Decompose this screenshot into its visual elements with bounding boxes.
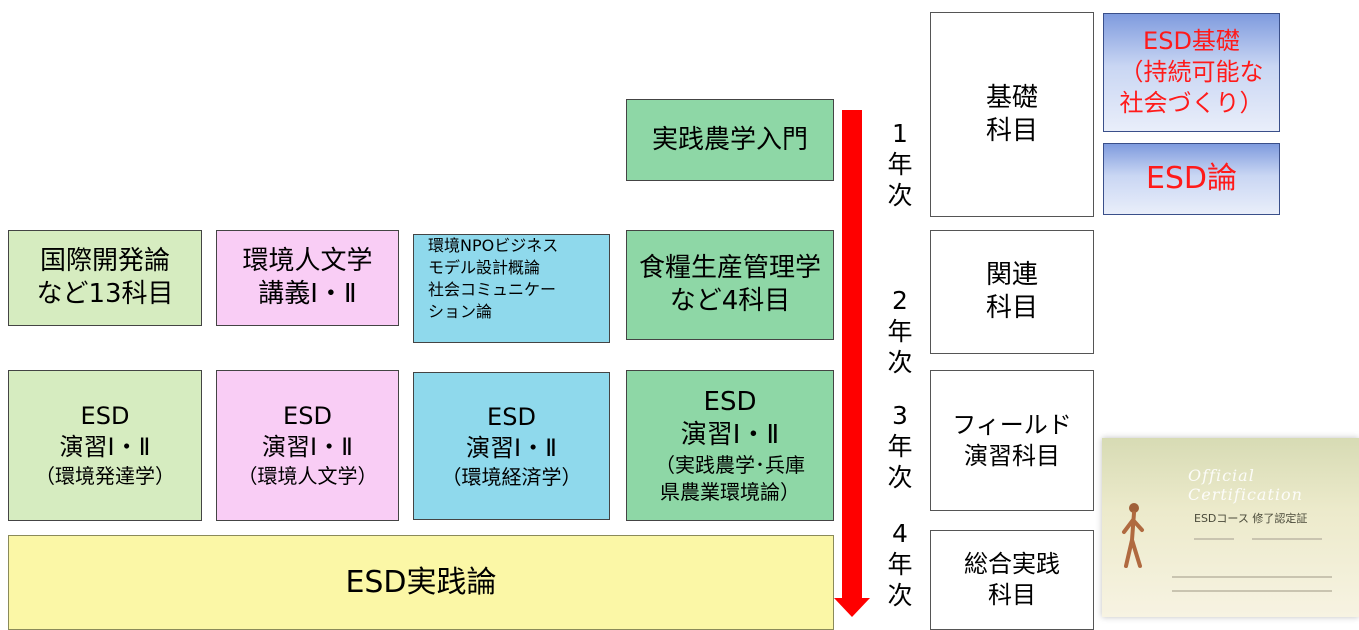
category-integrated-line2: 科目 xyxy=(988,581,1036,609)
year-1-char-b: 次 xyxy=(887,181,913,210)
year-3-number: 3 xyxy=(892,401,908,430)
esd-basic-line1: ESD基礎 xyxy=(1143,27,1240,55)
timeline-arrow-shaft xyxy=(842,110,862,598)
year-1-number: 1 xyxy=(892,119,908,148)
year-2-char-b: 次 xyxy=(887,348,913,377)
esd-seminar-development-line1: ESD xyxy=(80,402,130,430)
international-development-line2: など13科目 xyxy=(36,279,174,309)
certificate-title: Official Certification xyxy=(1188,466,1303,504)
international-development-box: 国際開発論 など13科目 xyxy=(8,230,202,326)
year-1-label: 1 年 次 xyxy=(880,118,920,211)
year-4-label: 4 年 次 xyxy=(880,518,920,611)
year-2-label: 2 年 次 xyxy=(880,285,920,378)
year-4-number: 4 xyxy=(892,519,908,548)
esd-seminar-humanities-line3: （環境人文学） xyxy=(237,464,378,488)
environmental-humanities-box: 環境人文学 講義Ⅰ・Ⅱ xyxy=(216,230,399,326)
esd-basic-line3: 社会づくり） xyxy=(1119,89,1264,117)
npo-business-line4: ション論 xyxy=(428,302,493,321)
international-development-line1: 国際開発論 xyxy=(39,246,170,276)
npo-business-line1: 環境NPOビジネス xyxy=(428,236,559,255)
food-production-line2: など4科目 xyxy=(669,286,791,316)
esd-basic-line2: （持続可能な xyxy=(1119,58,1264,86)
food-production-box: 食糧生産管理学 など4科目 xyxy=(626,230,834,340)
category-integrated-line1: 総合実践 xyxy=(964,550,1060,578)
esd-seminar-economics-box: ESD 演習Ⅰ・Ⅱ （環境経済学） xyxy=(413,372,610,520)
esd-seminar-development-box: ESD 演習Ⅰ・Ⅱ （環境発達学） xyxy=(8,370,202,521)
esd-seminar-humanities-line2: 演習Ⅰ・Ⅱ xyxy=(262,433,353,461)
npo-business-box: 環境NPOビジネス モデル設計概論 社会コミュニケー ション論 xyxy=(413,234,610,343)
esd-seminar-economics-line3: （環境経済学） xyxy=(441,464,582,489)
year-3-char-b: 次 xyxy=(887,463,913,492)
esd-seminar-agriculture-box: ESD 演習Ⅰ・Ⅱ （実践農学･兵庫 県農業環境論） xyxy=(626,370,834,521)
year-3-label: 3 年 次 xyxy=(880,400,920,493)
category-basic-line1: 基礎 xyxy=(985,82,1038,113)
year-3-char-a: 年 xyxy=(887,432,913,461)
environmental-humanities-line1: 環境人文学 xyxy=(242,246,373,276)
intro-course-box: 実践農学入門 xyxy=(626,99,834,181)
esd-seminar-agriculture-line3: （実践農学･兵庫 xyxy=(655,452,805,477)
certificate-image: Official Certification ESDコース 修了認定証 xyxy=(1102,438,1359,617)
esd-practice-label: ESD実践論 xyxy=(345,564,497,600)
esd-seminar-economics-line1: ESD xyxy=(487,402,536,431)
year-2-char-a: 年 xyxy=(887,317,913,346)
npo-business-line2: モデル設計概論 xyxy=(428,258,541,277)
year-1-char-a: 年 xyxy=(887,150,913,179)
certificate-line xyxy=(1172,576,1332,578)
esd-practice-box: ESD実践論 xyxy=(8,535,834,630)
esd-seminar-agriculture-line2: 演習Ⅰ・Ⅱ xyxy=(680,419,780,450)
esd-theory-box: ESD論 xyxy=(1103,143,1280,215)
category-field-line1: フィールド xyxy=(952,410,1072,439)
esd-seminar-humanities-box: ESD 演習Ⅰ・Ⅱ （環境人文学） xyxy=(216,370,399,521)
certificate-line xyxy=(1172,590,1332,592)
category-related-box: 関連 科目 xyxy=(930,230,1094,354)
esd-theory-label: ESD論 xyxy=(1145,161,1238,196)
category-field-line2: 演習科目 xyxy=(964,441,1060,470)
esd-seminar-humanities-line1: ESD xyxy=(283,402,332,430)
category-related-line2: 科目 xyxy=(985,293,1038,323)
category-related-line1: 関連 xyxy=(985,260,1038,290)
esd-basic-box: ESD基礎 （持続可能な 社会づくり） xyxy=(1103,13,1280,132)
timeline-arrow-head xyxy=(834,598,870,617)
esd-seminar-agriculture-line4: 県農業環境論） xyxy=(660,479,800,504)
category-integrated-box: 総合実践 科目 xyxy=(930,530,1094,630)
category-field-box: フィールド 演習科目 xyxy=(930,370,1094,511)
certificate-line xyxy=(1252,538,1322,540)
esd-seminar-economics-line2: 演習Ⅰ・Ⅱ xyxy=(466,433,557,462)
environmental-humanities-line2: 講義Ⅰ・Ⅱ xyxy=(258,279,357,309)
certificate-name: ESDコース 修了認定証 xyxy=(1194,512,1308,525)
npo-business-line3: 社会コミュニケー xyxy=(428,280,557,299)
intro-course-label: 実践農学入門 xyxy=(651,124,808,155)
certificate-line xyxy=(1194,538,1234,540)
year-4-char-a: 年 xyxy=(887,550,913,579)
esd-seminar-agriculture-line1: ESD xyxy=(703,386,757,417)
category-basic-line2: 科目 xyxy=(985,115,1038,146)
food-production-line1: 食糧生産管理学 xyxy=(638,253,821,283)
year-2-number: 2 xyxy=(892,286,908,315)
esd-seminar-development-line3: （環境発達学） xyxy=(35,464,175,488)
year-4-char-b: 次 xyxy=(887,581,913,610)
category-basic-box: 基礎 科目 xyxy=(930,12,1094,217)
esd-seminar-development-line2: 演習Ⅰ・Ⅱ xyxy=(59,433,151,461)
hiker-figure-icon xyxy=(1122,503,1144,568)
